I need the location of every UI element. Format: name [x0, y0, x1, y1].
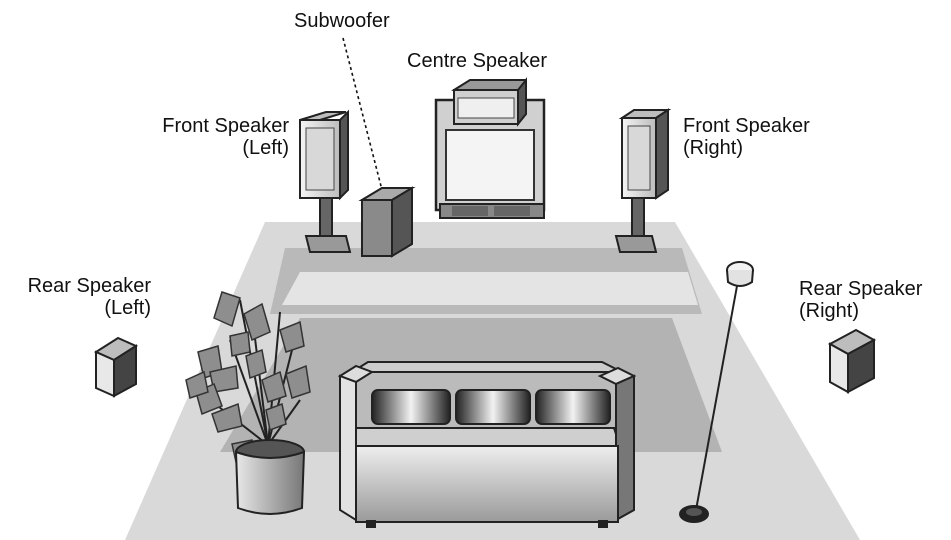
subwoofer-leader-line — [342, 37, 383, 191]
front-right-label: Front Speaker (Right) — [683, 115, 810, 159]
centre-speaker-tv — [434, 77, 546, 219]
sofa — [337, 361, 637, 528]
rear-right-label: Rear Speaker (Right) — [799, 278, 923, 322]
subwoofer — [358, 186, 416, 258]
front-right-speaker — [614, 108, 672, 253]
front-left-speaker — [299, 109, 352, 253]
potted-plant — [185, 291, 311, 515]
front-left-label: Front Speaker (Left) — [162, 115, 289, 159]
rear-left-speaker — [93, 336, 139, 398]
centre-speaker-label: Centre Speaker — [407, 50, 548, 72]
subwoofer-label: Subwoofer — [294, 10, 390, 32]
rear-left-label: Rear Speaker (Left) — [27, 275, 151, 319]
rear-right-speaker — [827, 328, 877, 394]
floor-lamp — [679, 261, 754, 523]
